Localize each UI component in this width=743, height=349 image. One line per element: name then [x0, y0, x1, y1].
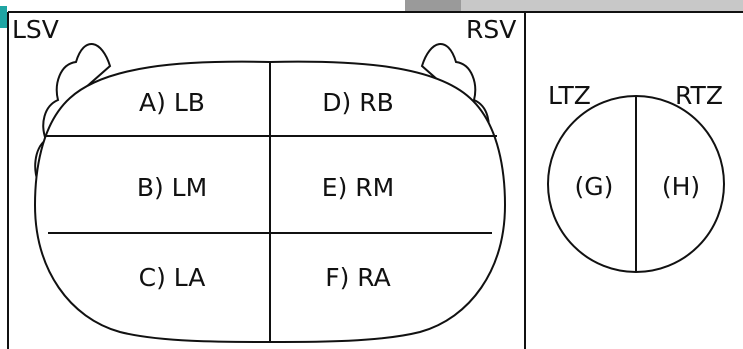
- left-ear-lobe: [34, 43, 112, 189]
- rtz-label: RTZ: [675, 81, 723, 110]
- zone-c-label: C) LA: [139, 263, 206, 292]
- zone-f-label: F) RA: [325, 263, 391, 292]
- zone-e-label: E) RM: [322, 173, 394, 202]
- toolbar-block: [405, 0, 461, 12]
- zone-g-label: (G): [575, 172, 614, 201]
- zone-d-label: D) RB: [322, 88, 393, 117]
- ltz-label: LTZ: [548, 81, 591, 110]
- accent-tab: [0, 6, 7, 28]
- toolbar-strip: [405, 0, 743, 12]
- rsv-label: RSV: [466, 15, 516, 44]
- zone-a-label: A) LB: [139, 88, 205, 117]
- zone-b-label: B) LM: [137, 173, 207, 202]
- lsv-label: LSV: [12, 15, 59, 44]
- zone-h-label: (H): [662, 172, 700, 201]
